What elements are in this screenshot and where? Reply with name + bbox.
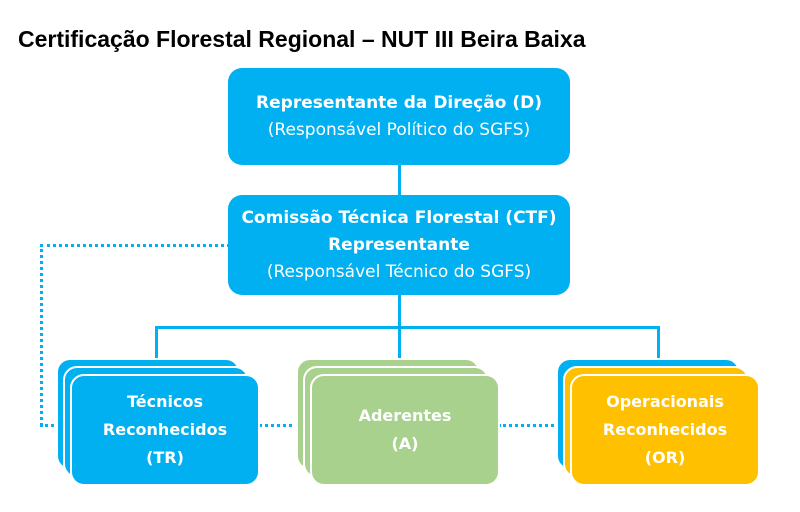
connector-line [398,165,401,196]
dotted-connector [40,244,43,426]
dotted-connector [258,424,300,427]
node-a: Aderentes (A) [310,374,500,486]
node-tr: Técnicos Reconhecidos (TR) [70,374,260,486]
page-title: Certificação Florestal Regional – NUT II… [18,26,586,52]
node-label: Técnicos [127,392,203,411]
node-sublabel: (Responsável Técnico do SGFS) [266,261,532,282]
dotted-connector [498,424,560,427]
node-label: Operacionais [606,392,724,411]
node-label: Representante da Direção (D) [256,92,542,113]
dotted-connector [40,244,230,247]
node-or: Operacionais Reconhecidos (OR) [570,374,760,486]
node-ctf: Comissão Técnica Florestal (CTF) Represe… [228,195,570,295]
node-label: Comissão Técnica Florestal (CTF) [241,207,557,228]
dotted-connector [40,424,60,427]
node-label: Representante [328,234,470,255]
node-label: (TR) [146,448,184,467]
node-sublabel: (Responsável Político do SGFS) [267,119,531,140]
connector-line [155,326,660,329]
connector-line [155,326,158,360]
node-label: Reconhecidos [102,420,228,439]
connector-line [657,326,660,360]
node-direcao: Representante da Direção (D) (Responsáve… [228,68,570,165]
node-label: Reconhecidos [602,420,728,439]
node-label: (OR) [644,448,686,467]
node-label: (A) [391,434,419,453]
node-label: Aderentes [358,406,452,425]
